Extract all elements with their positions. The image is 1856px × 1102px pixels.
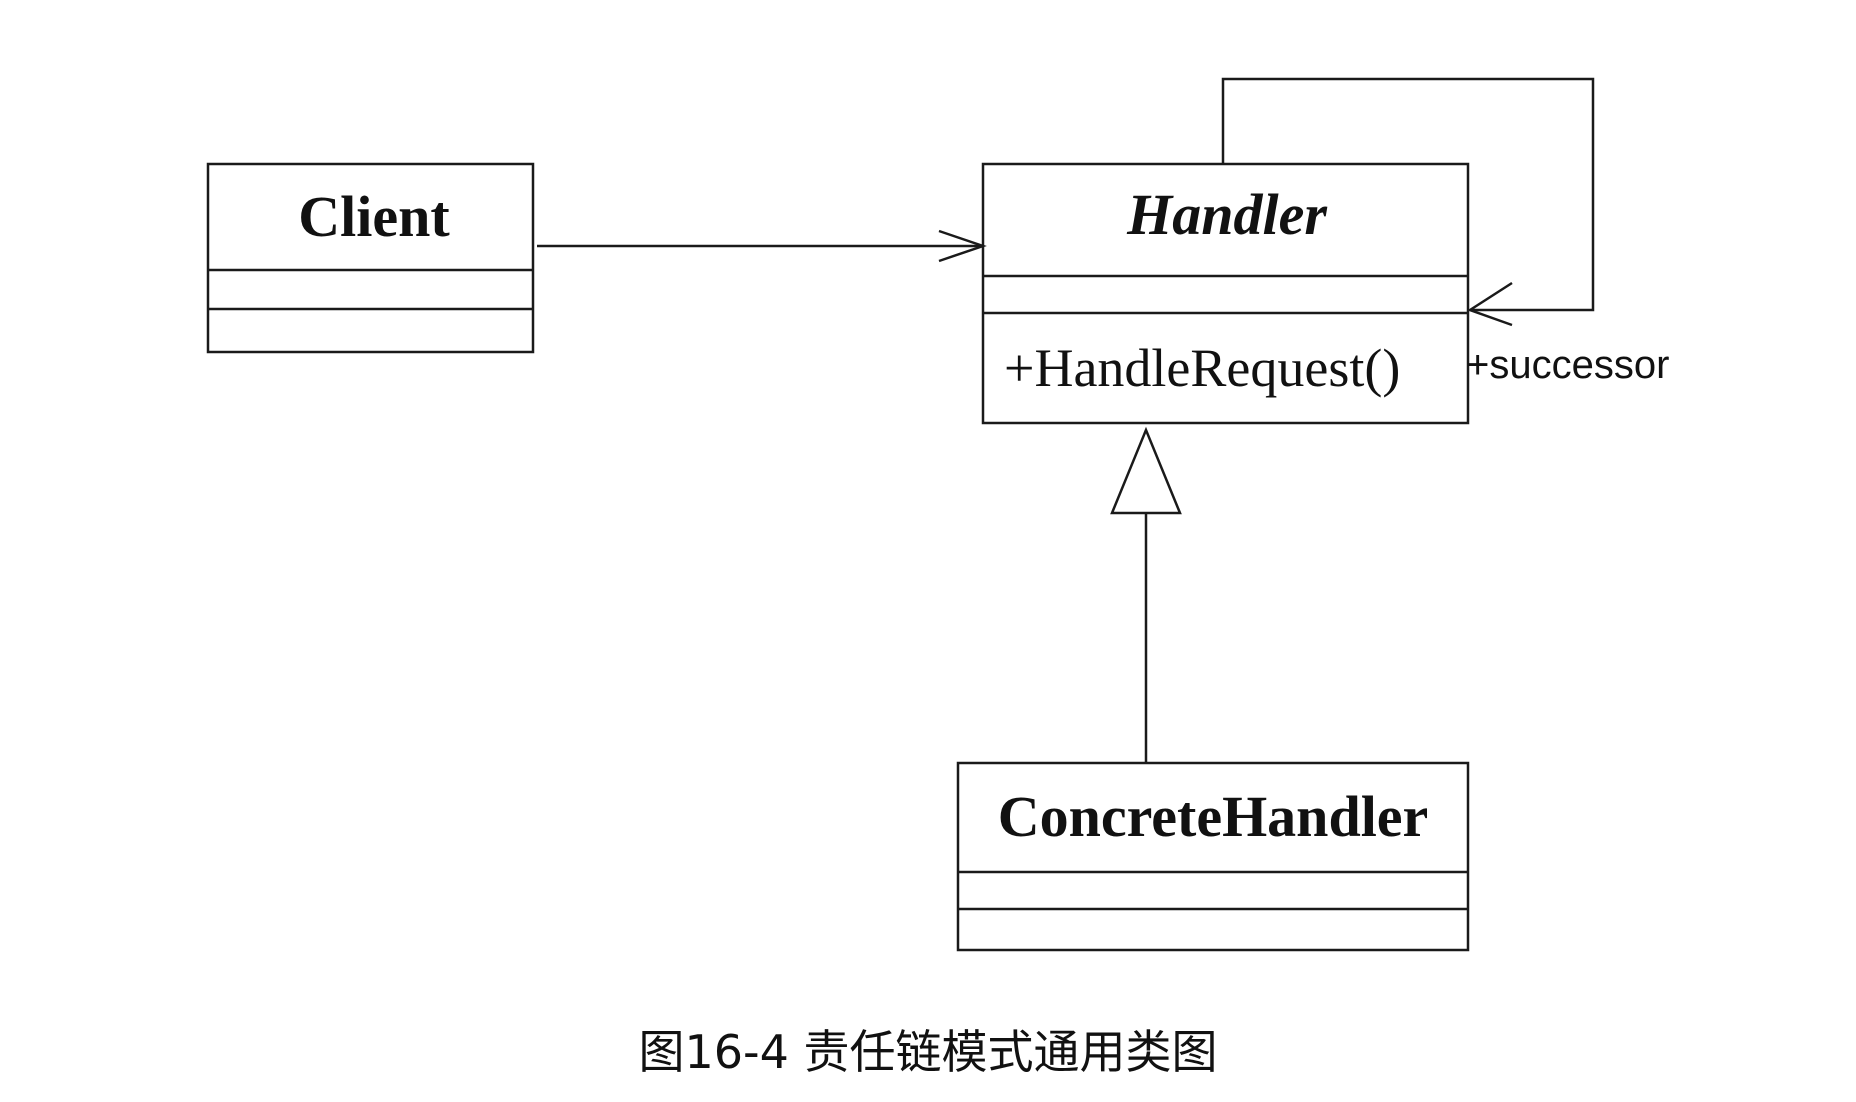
hollow-triangle-icon bbox=[1110, 426, 1182, 515]
handler-successor-association: +successor bbox=[1221, 77, 1669, 387]
client-class-box bbox=[206, 162, 535, 354]
open-arrowhead-icon bbox=[938, 229, 987, 263]
handler-class-name: Handler bbox=[1126, 182, 1327, 247]
client-class: Client bbox=[206, 162, 535, 354]
handler-class: Handler +HandleRequest() bbox=[981, 162, 1470, 425]
self-association-line bbox=[1221, 77, 1595, 312]
figure-caption: 图16-4 责任链模式通用类图 bbox=[638, 1025, 1217, 1079]
client-class-name: Client bbox=[298, 184, 450, 249]
successor-role-label: +successor bbox=[1466, 343, 1669, 387]
open-arrowhead-icon bbox=[1467, 281, 1513, 327]
handler-operation-handle-request: +HandleRequest() bbox=[1004, 338, 1400, 398]
handler-class-box bbox=[981, 162, 1470, 425]
generalization bbox=[1110, 426, 1182, 763]
concrete-handler-class-box bbox=[956, 761, 1470, 952]
concrete-handler-class-name: ConcreteHandler bbox=[998, 784, 1429, 849]
concrete-handler-class: ConcreteHandler bbox=[956, 761, 1470, 952]
client-handler-association bbox=[537, 229, 987, 263]
